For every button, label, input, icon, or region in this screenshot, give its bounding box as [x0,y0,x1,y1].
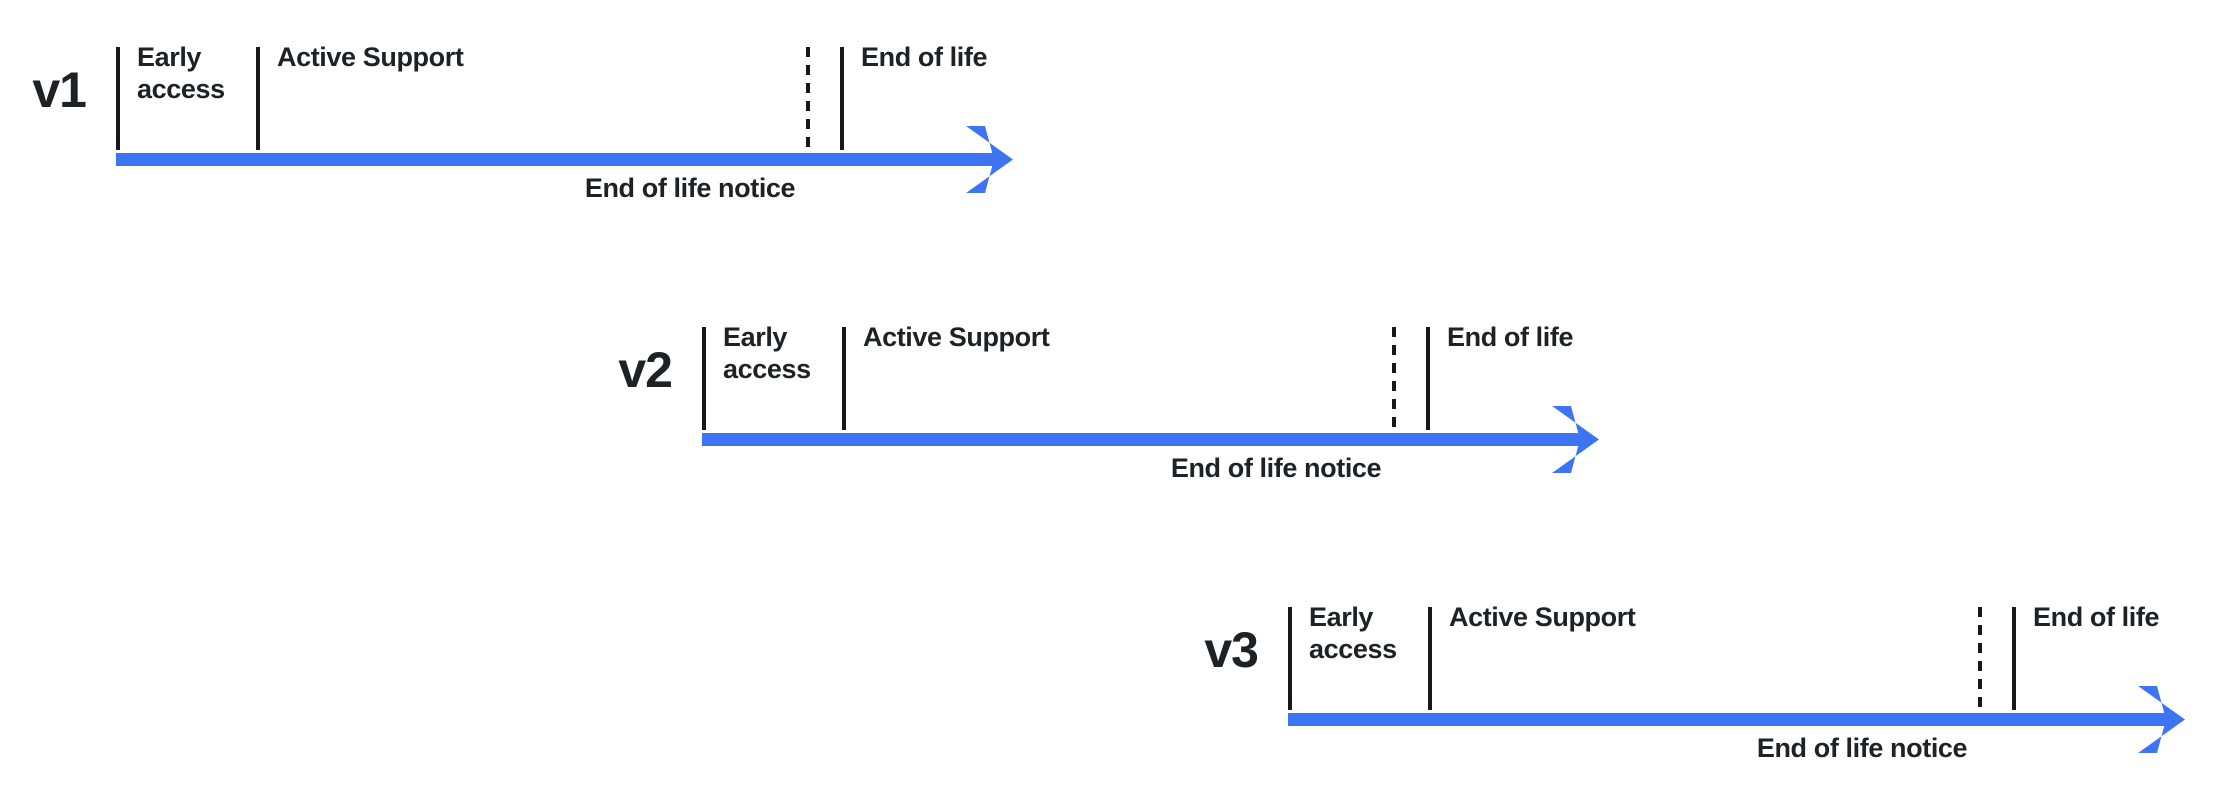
timeline-row-v2: v2 Early access Active Support End of li… [586,280,1656,505]
end-of-life-notice-label: End of life notice [1756,733,1968,763]
timeline-arrow-head-icon [1552,406,1599,473]
end-of-life-notice-label: End of life notice [1170,453,1382,483]
end-of-life-label: End of life [2033,602,2160,632]
end-of-life-notice-label: End of life notice [584,173,796,203]
active-support-label: Active Support [277,42,464,72]
early-access-label: Early access [723,322,811,384]
timeline-arrow-head-icon [2138,686,2185,753]
timeline-graphic-v1 [116,47,1013,193]
version-label: v1 [32,62,87,118]
timeline-arrow-head-icon [966,126,1013,193]
timeline-graphic-v3 [1288,607,2185,753]
active-support-label: Active Support [863,322,1050,352]
early-access-label: Early access [1309,602,1397,664]
end-of-life-label: End of life [1447,322,1574,352]
timeline-graphic-v2 [702,327,1599,473]
end-of-life-label: End of life [861,42,988,72]
version-label: v2 [618,342,673,398]
timeline-row-v3: v3 Early access Active Support End of li… [1172,560,2228,785]
version-label: v3 [1204,622,1259,678]
timeline-row-v1: v1 Early access Active Support End of li… [0,0,1070,225]
active-support-label: Active Support [1449,602,1636,632]
early-access-label: Early access [137,42,225,104]
